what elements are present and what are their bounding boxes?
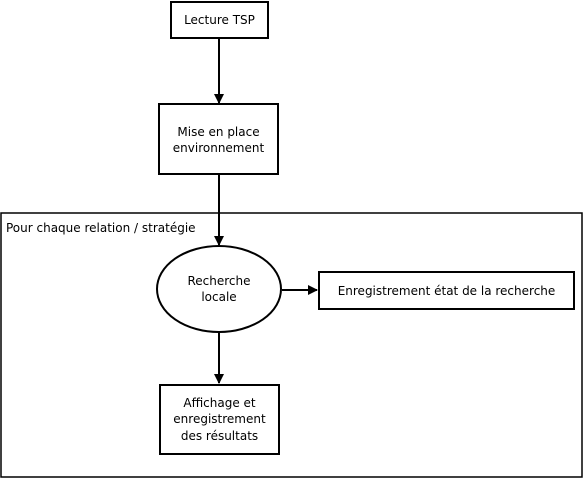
node-mise-en-place-line-2: environnement [173, 141, 265, 155]
node-enregistrement-etat-box [318, 271, 575, 310]
node-recherche-locale-line-1: Recherche [187, 274, 250, 288]
loop-container [0, 212, 583, 478]
node-affichage-resultats-box [159, 384, 280, 455]
node-recherche-locale-shape [156, 245, 282, 333]
node-mise-en-place-box [158, 103, 279, 175]
svg-text:environnement: environnement [173, 141, 265, 155]
node-lecture-tsp-label: Lecture TSP [184, 13, 255, 27]
node-recherche-locale-line-2: locale [201, 290, 236, 304]
svg-text:enregistrement: enregistrement [173, 412, 266, 426]
node-affichage-resultats-line-2: enregistrement [173, 412, 266, 426]
svg-text:Mise en place: Mise en place [177, 125, 259, 139]
svg-text:des résultats: des résultats [181, 429, 258, 443]
node-enregistrement-etat-label: Enregistrement état de la recherche [338, 284, 556, 298]
svg-text:Lecture TSP: Lecture TSP [184, 13, 255, 27]
svg-text:locale: locale [201, 290, 236, 304]
node-lecture-tsp-box [170, 1, 269, 39]
node-enregistrement-etat: Enregistrement état de la recherche [318, 271, 575, 310]
node-mise-en-place-line-1: Mise en place [177, 125, 259, 139]
node-mise-en-place: Mise en place environnement [158, 103, 279, 175]
node-affichage-resultats-line-3: des résultats [181, 429, 258, 443]
node-recherche-locale: Recherche locale [156, 245, 282, 333]
svg-text:Affichage et: Affichage et [183, 396, 256, 410]
loop-container-label: Pour chaque relation / stratégie [6, 221, 196, 235]
node-lecture-tsp: Lecture TSP [170, 1, 269, 39]
node-affichage-resultats: Affichage et enregistrement des résultat… [159, 384, 280, 455]
svg-text:Recherche: Recherche [187, 274, 250, 288]
svg-text:Enregistrement état de la rech: Enregistrement état de la recherche [338, 284, 556, 298]
node-affichage-resultats-line-1: Affichage et [183, 396, 256, 410]
